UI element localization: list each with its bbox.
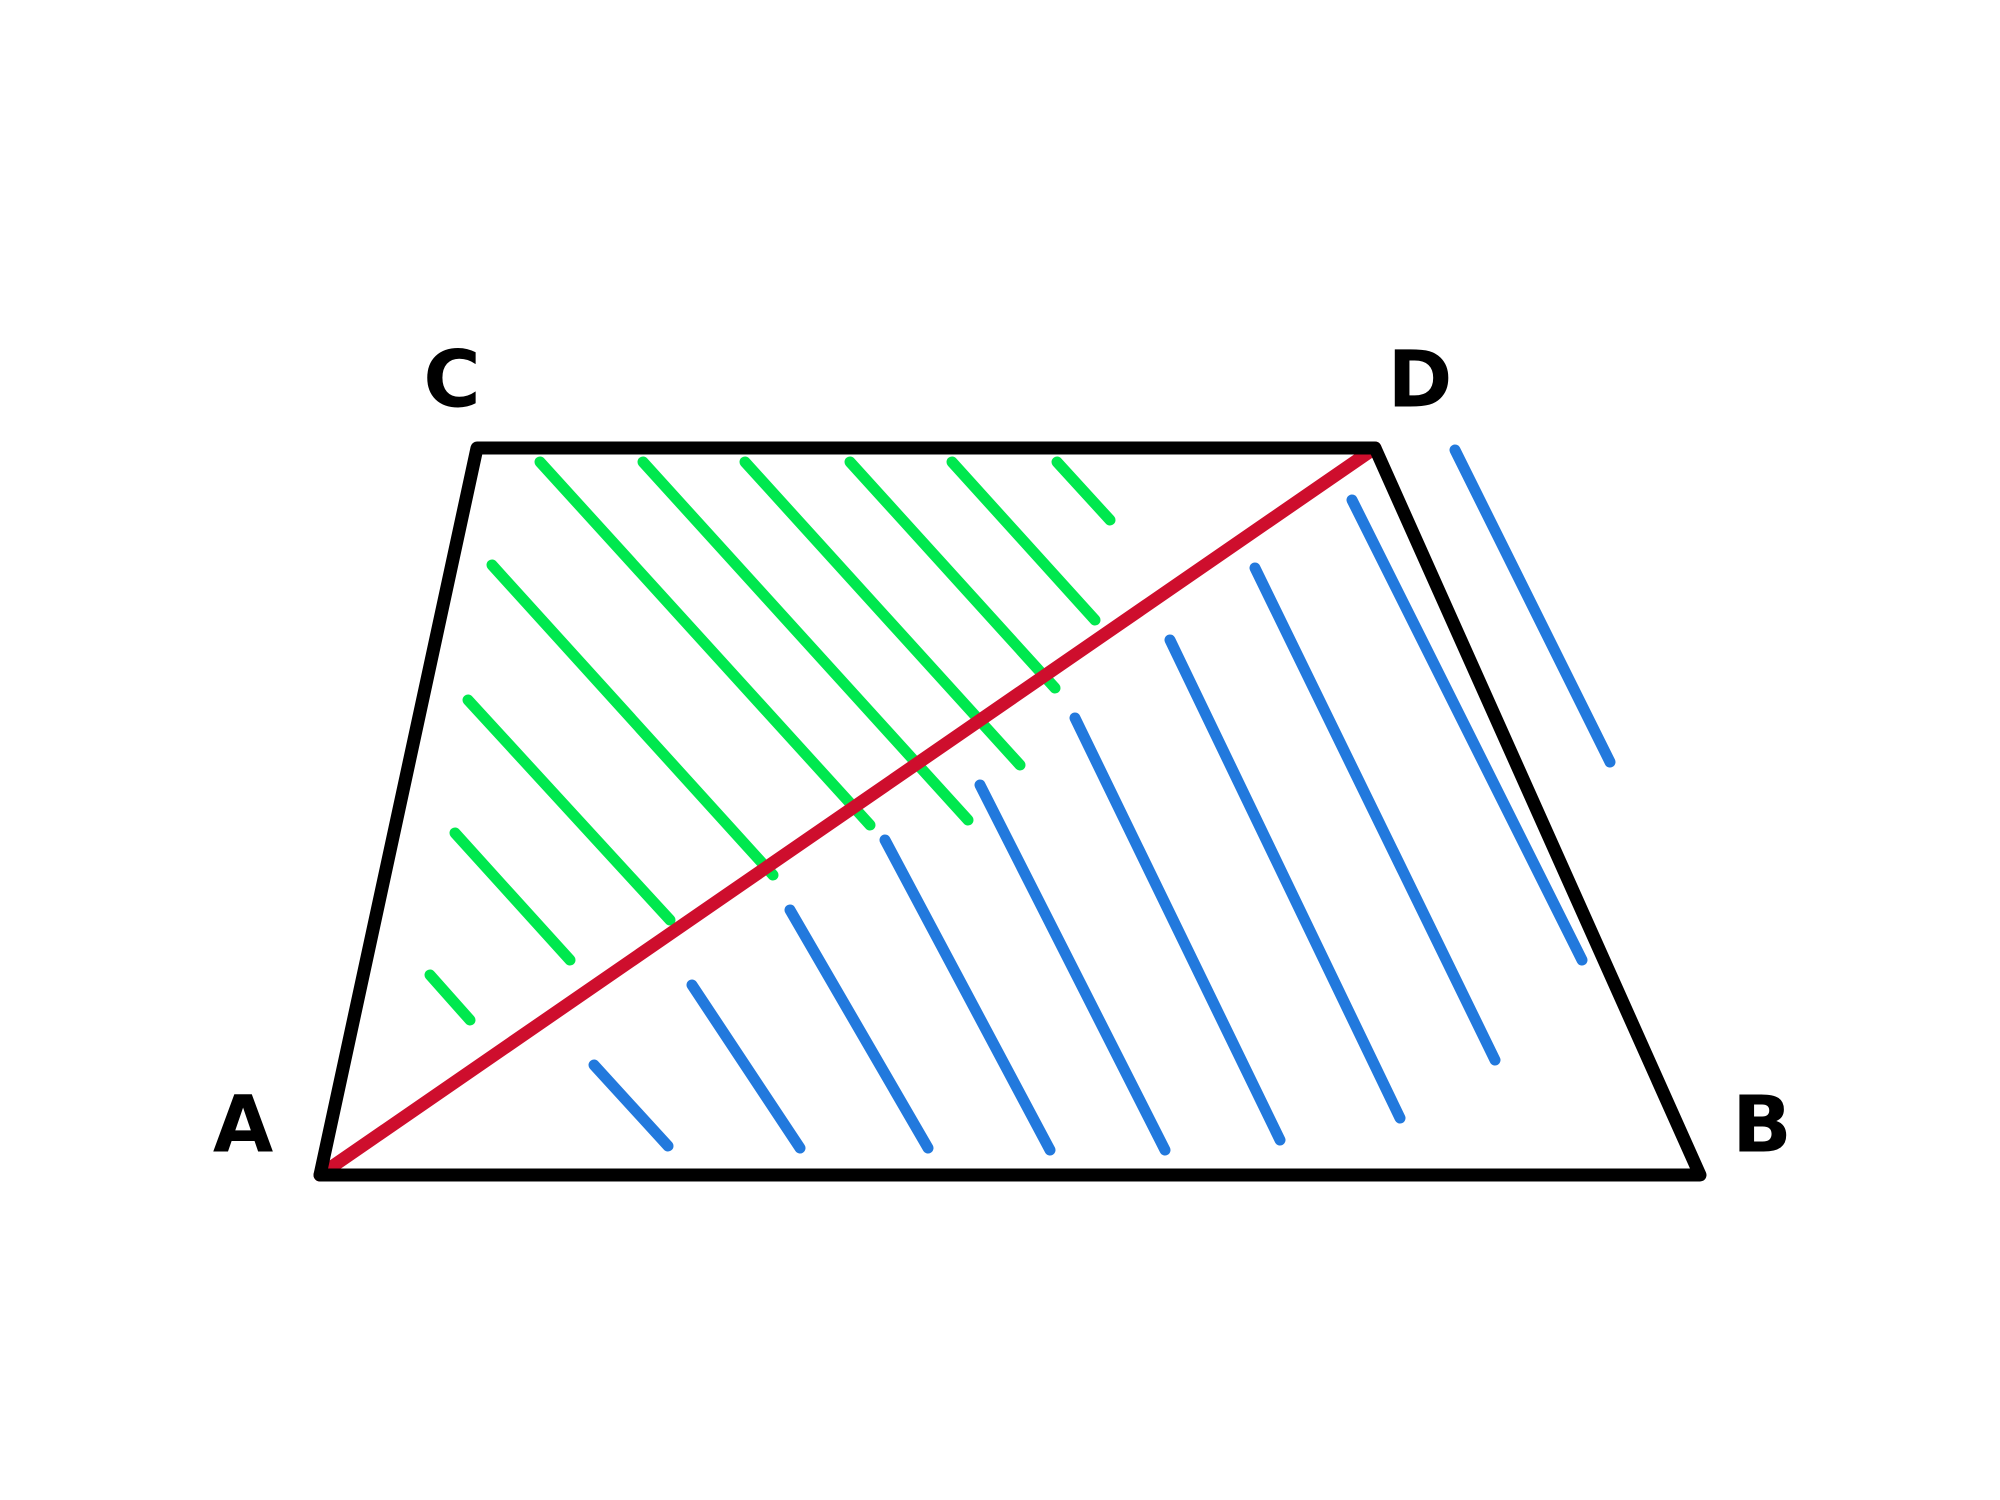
trapezoid-outline <box>313 441 1707 1182</box>
hatch-line-green-0 <box>424 969 476 1026</box>
hatch-line-blue-6 <box>1164 634 1406 1124</box>
hatch-line-green-7 <box>844 456 1061 694</box>
vertex-labels: A B C D <box>213 335 1792 1170</box>
hatch-line-blue-9 <box>1449 444 1616 768</box>
hatch-line-green-9 <box>1051 456 1116 526</box>
vertex-label-A: A <box>213 1080 273 1170</box>
hatch-line-blue-7 <box>1249 562 1501 1066</box>
hatch-line-green-1 <box>449 827 576 966</box>
upper-triangle-hatching <box>424 456 1116 1026</box>
vertex-label-B: B <box>1732 1080 1791 1170</box>
hatch-line-blue-5 <box>1069 712 1286 1146</box>
vertex-label-D: D <box>1388 335 1453 425</box>
hatch-line-green-3 <box>486 559 779 881</box>
vertex-label-C: C <box>423 335 480 425</box>
hatch-line-blue-1 <box>686 979 806 1154</box>
hatch-line-blue-8 <box>1346 494 1588 966</box>
lower-triangle-hatching <box>588 444 1616 1156</box>
hatch-line-green-6 <box>739 456 1026 771</box>
hatch-line-green-2 <box>462 694 676 926</box>
hatch-line-blue-4 <box>974 779 1171 1156</box>
hatch-line-green-8 <box>946 456 1101 626</box>
hatch-line-blue-2 <box>784 904 934 1154</box>
hatch-line-green-4 <box>534 456 876 831</box>
hatch-line-blue-3 <box>879 834 1056 1156</box>
hatch-line-blue-0 <box>588 1059 674 1152</box>
diagonal-line-AD <box>313 441 1382 1182</box>
